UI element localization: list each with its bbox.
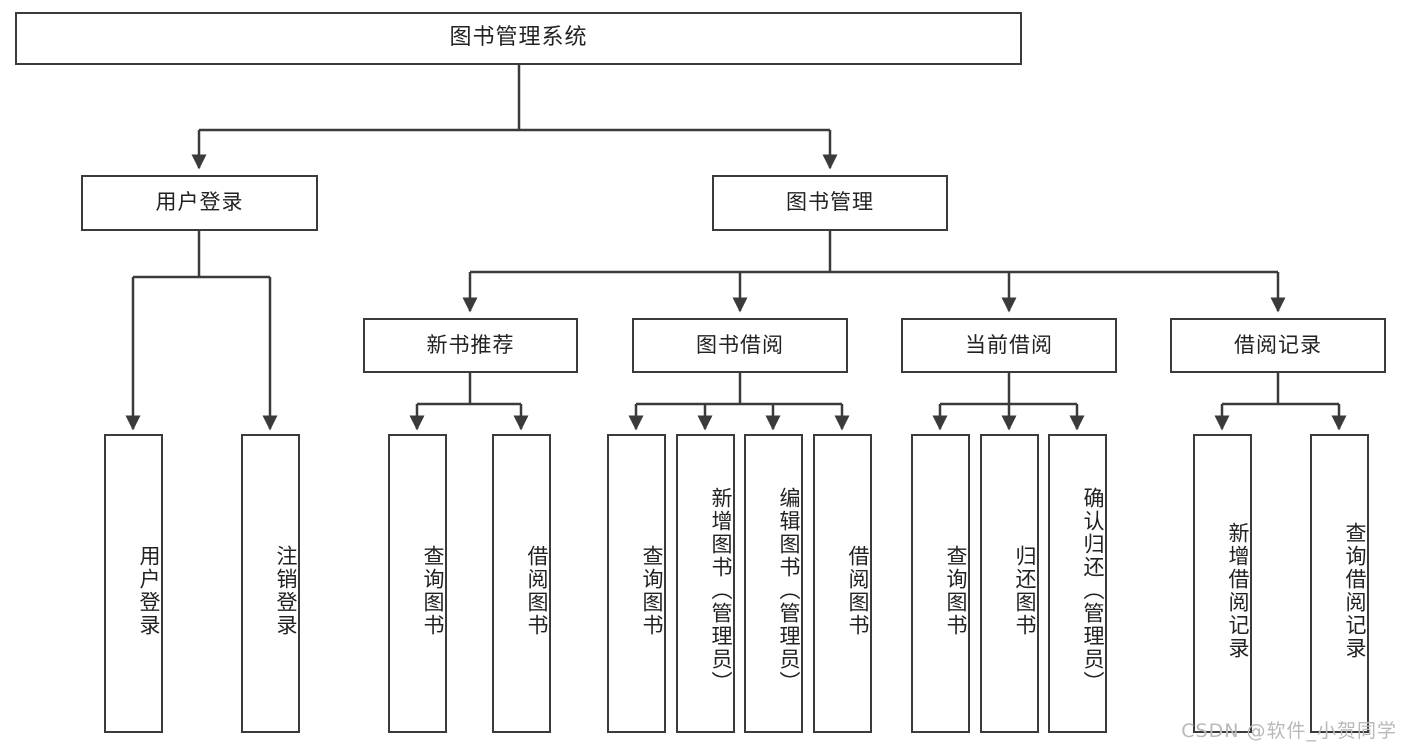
node-book-management[interactable]: 图书管理 xyxy=(712,175,948,231)
node-label: 图书管理 xyxy=(786,190,874,215)
node-label: 编辑图书（管理员） xyxy=(777,487,801,694)
node-label: 当前借阅 xyxy=(965,332,1053,357)
node-label: 用户登录 xyxy=(155,190,244,215)
node-root-system[interactable]: 图书管理系统 xyxy=(15,12,1022,65)
node-borrow-record[interactable]: 借阅记录 xyxy=(1170,318,1386,373)
node-leaf-borrow-record-add[interactable]: 新增借阅记录 xyxy=(1193,434,1252,733)
node-label: 借阅图书 xyxy=(525,544,549,637)
node-user-login[interactable]: 用户登录 xyxy=(81,175,318,231)
node-leaf-book-borrow-edit[interactable]: 编辑图书（管理员） xyxy=(744,434,803,733)
node-book-borrow[interactable]: 图书借阅 xyxy=(632,318,848,373)
node-leaf-new-book-borrow[interactable]: 借阅图书 xyxy=(492,434,551,733)
node-label: 查询图书 xyxy=(640,544,664,637)
node-label: 确认归还（管理员） xyxy=(1081,487,1105,694)
node-label: 查询借阅记录 xyxy=(1343,521,1367,660)
node-label: 归还图书 xyxy=(1013,544,1037,637)
node-new-book-recommend[interactable]: 新书推荐 xyxy=(363,318,578,373)
node-label: 查询图书 xyxy=(944,544,968,637)
node-label: 图书管理系统 xyxy=(449,25,588,51)
node-label: 注销登录 xyxy=(274,544,298,637)
node-leaf-new-book-query[interactable]: 查询图书 xyxy=(388,434,447,733)
node-label: 新增图书（管理员） xyxy=(709,487,733,694)
node-label: 图书借阅 xyxy=(696,332,784,357)
node-leaf-borrow-record-query[interactable]: 查询借阅记录 xyxy=(1310,434,1369,733)
node-leaf-current-borrow-query[interactable]: 查询图书 xyxy=(911,434,970,733)
node-leaf-current-borrow-return[interactable]: 归还图书 xyxy=(980,434,1039,733)
node-label: 查询图书 xyxy=(421,544,445,637)
node-leaf-current-borrow-confirm-return[interactable]: 确认归还（管理员） xyxy=(1048,434,1107,733)
node-leaf-book-borrow-borrow[interactable]: 借阅图书 xyxy=(813,434,872,733)
node-leaf-book-borrow-query[interactable]: 查询图书 xyxy=(607,434,666,733)
node-label: 借阅图书 xyxy=(846,544,870,637)
watermark: CSDN @软件_小贺同学 xyxy=(1181,720,1397,742)
node-label: 借阅记录 xyxy=(1234,332,1322,357)
node-label: 新增借阅记录 xyxy=(1226,521,1250,660)
node-leaf-user-login-signin[interactable]: 用户登录 xyxy=(104,434,163,733)
node-label: 新书推荐 xyxy=(426,332,515,357)
node-current-borrow[interactable]: 当前借阅 xyxy=(901,318,1117,373)
node-leaf-book-borrow-add[interactable]: 新增图书（管理员） xyxy=(676,434,735,733)
node-label: 用户登录 xyxy=(137,544,161,637)
node-leaf-user-login-signout[interactable]: 注销登录 xyxy=(241,434,300,733)
